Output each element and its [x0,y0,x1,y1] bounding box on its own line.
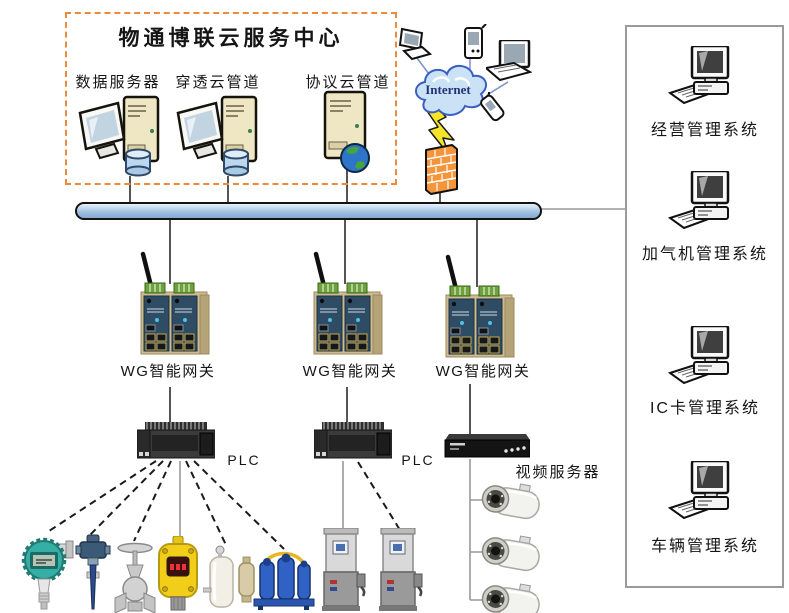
desktop-pc-icon [668,171,738,233]
pressure-transmitter-icon [20,532,74,612]
plc-icon [314,422,392,462]
data-server-label: 数据服务器 [75,74,161,91]
gateway-label: WG智能网关 [435,363,531,380]
wireless-gateway-icon [443,253,521,359]
plc-icon [137,422,215,462]
gateway-label: WG智能网关 [302,363,398,380]
laptop-icon [486,40,532,82]
wireless-gateway-icon [138,250,216,356]
gas-dispenser-icon [375,528,425,612]
pump-skid-icon [252,548,316,610]
video-server-icon [444,434,530,460]
gateway-label: WG智能网关 [120,363,216,380]
gas-detector-icon [153,536,203,613]
cctv-camera-icon [477,532,545,578]
desktop-pc-icon [668,46,738,108]
server-with-monitor-icon [78,93,170,181]
plc-label: PLC [227,452,261,468]
video-server-label: 视频服务器 [515,464,601,481]
tunnel-pipe-label: 穿透云管道 [175,74,261,91]
desktop-icon [398,27,432,61]
server-with-monitor-icon [176,93,268,181]
management-system-label: 车辆管理系统 [650,538,759,555]
plc-label: PLC [401,452,435,468]
pda-icon [464,24,487,59]
network-bus [75,202,542,220]
internet-cloud-icon: Internet [415,65,488,116]
cloud-center-box [65,12,397,185]
management-system-label: 经营管理系统 [650,122,759,139]
management-system-label: IC卡管理系统 [649,400,760,417]
gas-dispenser-icon [318,528,368,612]
temperature-sensor-icon [74,534,114,612]
mobile-phone-icon [480,92,505,122]
desktop-pc-icon [668,461,738,523]
internet-label: Internet [425,82,471,97]
management-system-label: 加气机管理系统 [641,246,768,263]
valve-icon [112,540,158,613]
cctv-camera-icon [477,480,545,526]
cloud-center-title: 物通博联云服务中心 [118,27,344,50]
firewall-icon [425,144,458,195]
server-globe-icon [315,90,379,178]
wireless-gateway-icon [311,250,389,356]
desktop-pc-icon [668,326,738,388]
protocol-pipe-label: 协议云管道 [305,74,391,91]
cctv-camera-icon [477,580,545,613]
